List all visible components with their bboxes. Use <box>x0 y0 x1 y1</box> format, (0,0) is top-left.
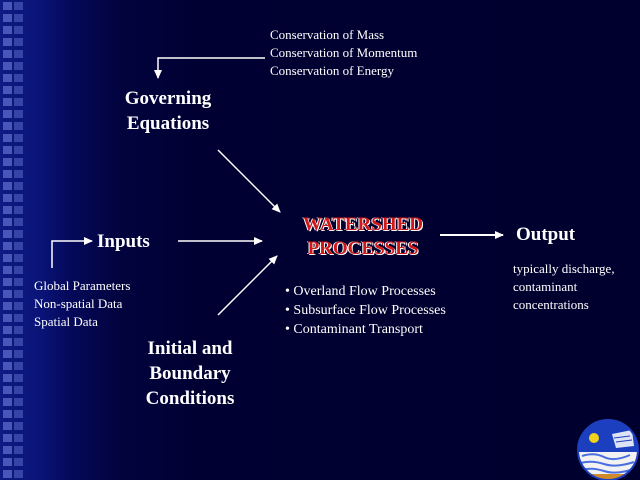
boundary-line: Boundary <box>149 363 231 384</box>
process-subsurface-flow: • Subsurface Flow Processes <box>285 303 446 318</box>
conservation-momentum: Conservation of Momentum <box>270 45 418 60</box>
arrow-conservation-to-governing <box>154 57 265 79</box>
watershed-line: WATERSHED <box>302 214 423 235</box>
output-desc-line1: typically discharge, <box>513 261 615 276</box>
governing-line: Governing <box>124 88 212 109</box>
initial-line: Initial and <box>147 338 233 359</box>
inputs-label: Inputs <box>97 231 150 252</box>
input-spatial-data: Spatial Data <box>34 314 98 329</box>
input-global-parameters: Global Parameters <box>34 278 131 293</box>
logo-icon <box>577 419 639 480</box>
conservation-mass: Conservation of Mass <box>270 27 385 42</box>
decorative-squares-left <box>3 2 12 478</box>
arrow-boundary-to-watershed <box>217 255 278 316</box>
conditions-line: Conditions <box>145 388 235 409</box>
arrow-input-types-to-inputs <box>51 237 93 268</box>
arrow-governing-to-watershed <box>217 149 281 213</box>
equations-line: Equations <box>126 113 210 134</box>
process-overland-flow: • Overland Flow Processes <box>285 284 436 299</box>
output-desc-line3: concentrations <box>513 297 589 312</box>
input-non-spatial-data: Non-spatial Data <box>34 296 123 311</box>
output-description: typically discharge, contaminant concent… <box>513 260 615 314</box>
input-types-list: Global Parameters Non-spatial Data Spati… <box>34 277 130 331</box>
governing-equations-label: Governing Equations <box>108 86 228 136</box>
output-label: Output <box>516 224 576 245</box>
output-desc-line2: contaminant <box>513 279 578 294</box>
conservation-energy: Conservation of Energy <box>270 63 394 78</box>
process-contaminant-transport: • Contaminant Transport <box>285 322 423 337</box>
initial-boundary-conditions-label: Initial and Boundary Conditions <box>130 336 250 411</box>
process-list: • Overland Flow Processes • Subsurface F… <box>285 282 446 339</box>
watershed-processes-title: WATERSHED PROCESSES <box>268 213 458 261</box>
processes-line: PROCESSES <box>307 238 419 259</box>
decorative-squares-right <box>14 2 23 478</box>
conservation-list: Conservation of Mass Conservation of Mom… <box>270 26 417 80</box>
